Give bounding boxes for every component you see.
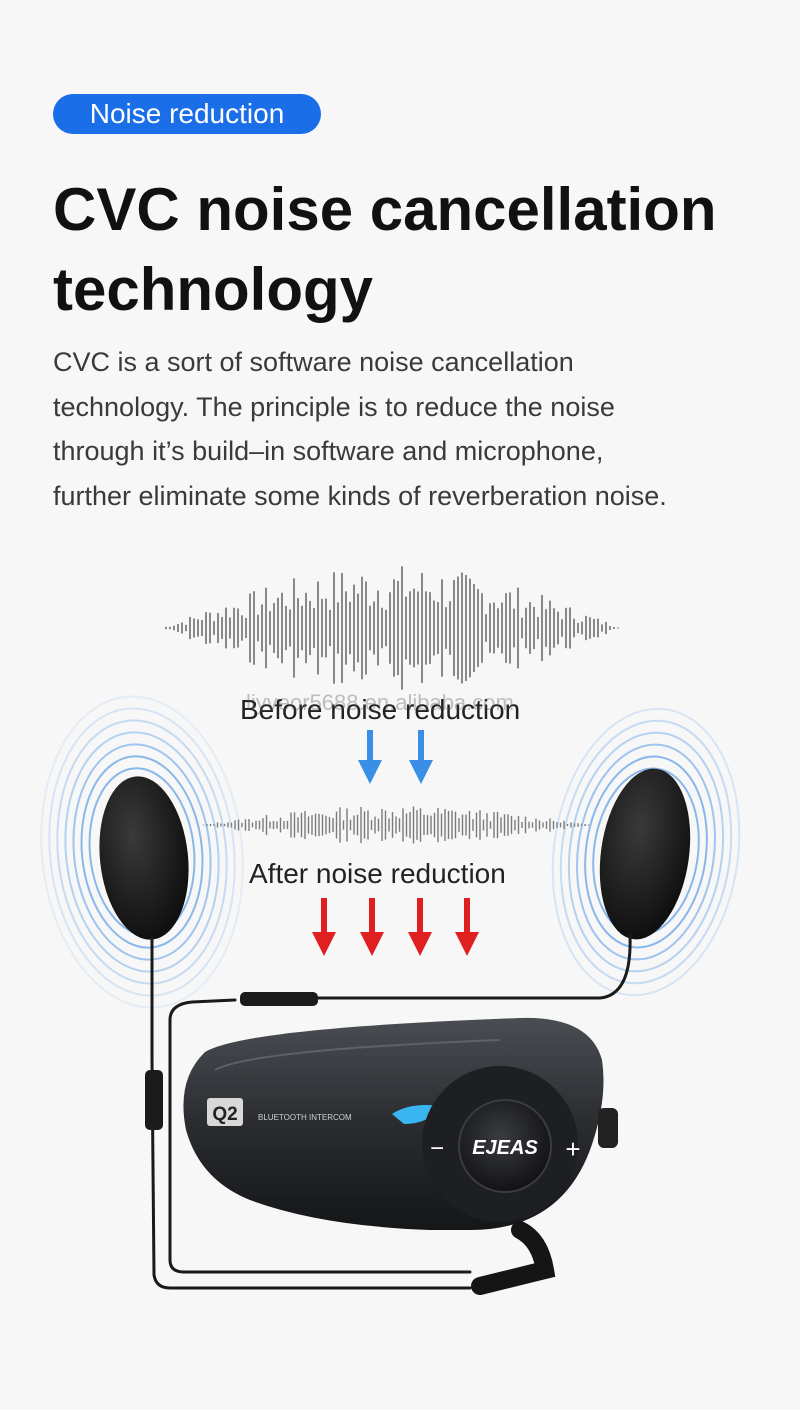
noisy-waveform bbox=[165, 566, 619, 690]
description-line-1: CVC is a sort of software noise cancella… bbox=[53, 347, 574, 377]
cable-connector bbox=[145, 1070, 163, 1130]
brand-logo: EJEAS bbox=[472, 1137, 538, 1159]
description-line-4: further eliminate some kinds of reverber… bbox=[53, 480, 667, 511]
device-model-label: Q2 bbox=[212, 1104, 237, 1125]
before-reduction-label: Before noise reduction bbox=[240, 694, 521, 725]
title-line-2: technology bbox=[53, 256, 374, 323]
product-illustration: Q2 BLUETOOTH INTERCOM EJEAS − + bbox=[40, 566, 741, 1295]
title-line-1: CVC noise cancellation bbox=[53, 176, 717, 243]
volume-down-icon: − bbox=[430, 1135, 444, 1162]
red-arrows bbox=[312, 898, 479, 956]
cable-connector bbox=[240, 992, 318, 1006]
volume-up-icon: + bbox=[565, 1134, 580, 1164]
category-badge: Noise reduction bbox=[53, 94, 321, 134]
description: CVC is a sort of software noise cancella… bbox=[53, 340, 793, 518]
right-sound-rings bbox=[551, 707, 741, 997]
left-speaker bbox=[99, 776, 189, 940]
blue-arrows bbox=[358, 730, 433, 784]
device-subtitle: BLUETOOTH INTERCOM bbox=[258, 1113, 352, 1122]
page-title: CVC noise cancellation technology bbox=[53, 170, 773, 330]
watermark: liyveor5688.en.alibaba.com bbox=[246, 690, 514, 715]
clean-waveform bbox=[202, 806, 590, 844]
description-line-2: technology. The principle is to reduce t… bbox=[53, 391, 615, 422]
right-speaker bbox=[599, 768, 691, 940]
description-line-3: through it’s build–in software and micro… bbox=[53, 436, 604, 466]
intercom-device bbox=[183, 1017, 618, 1295]
cables bbox=[150, 933, 632, 1290]
after-reduction-label: After noise reduction bbox=[249, 858, 506, 889]
